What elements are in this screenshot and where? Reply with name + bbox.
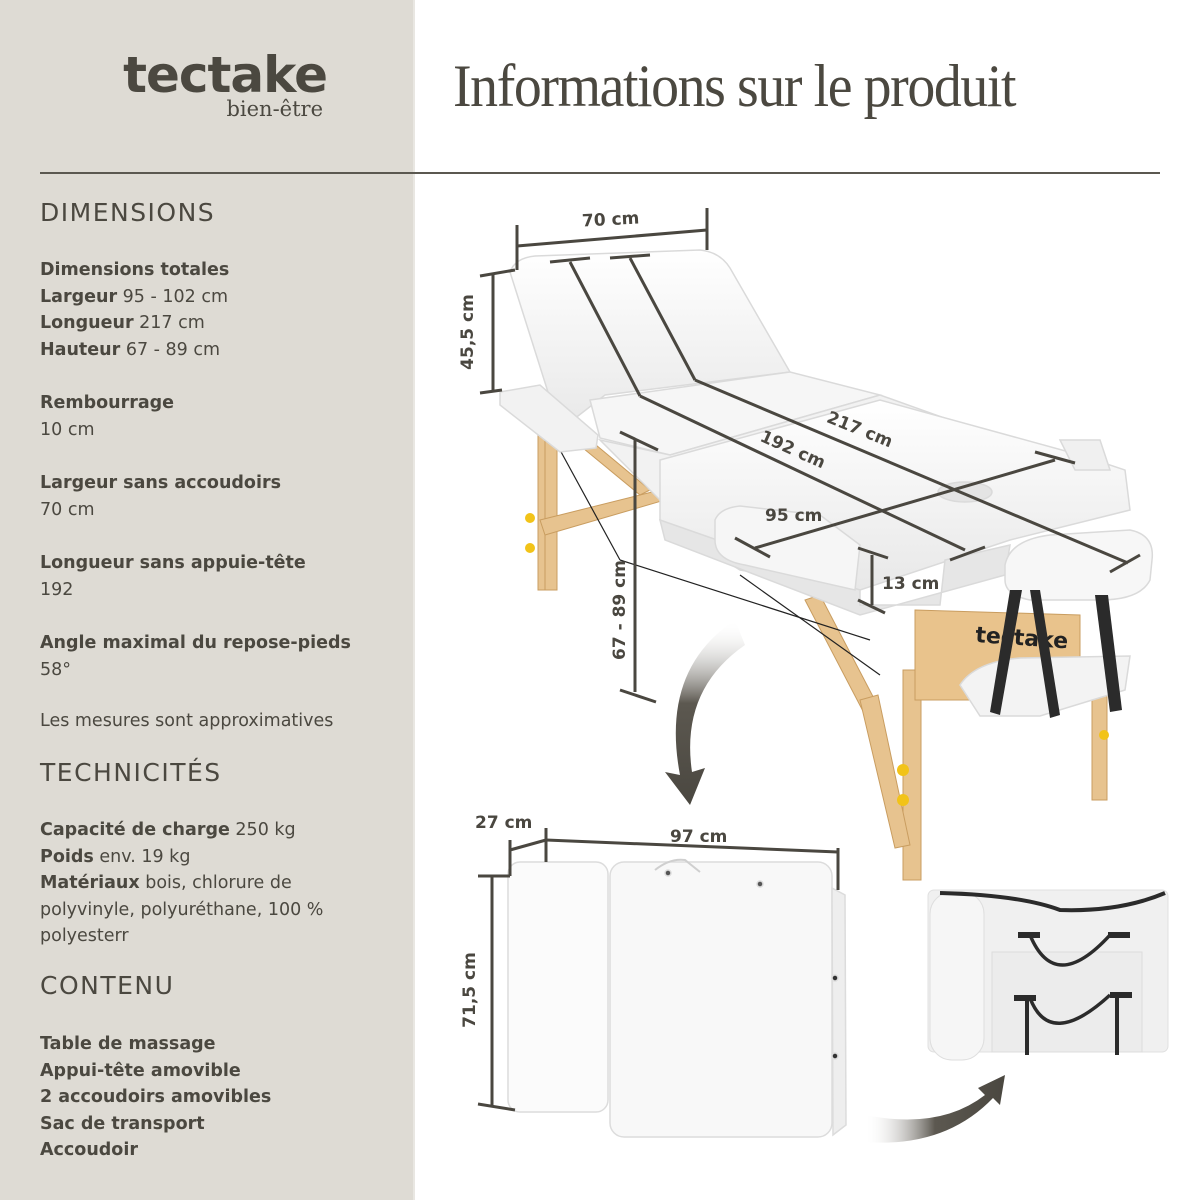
panel-edge (413, 0, 415, 1200)
spec-value: env. 19 kg (99, 846, 191, 867)
spec-label: Longueur (40, 313, 134, 333)
padding-spec: Rembourrage 10 cm (40, 390, 390, 443)
label-backrest-height: 45,5 cm (457, 294, 478, 370)
length-no-headrest-label: Longueur sans appuie-tête (40, 553, 306, 573)
carry-bag (927, 889, 1169, 1061)
height-adjust-knobs (525, 513, 1109, 806)
specs-sidebar (0, 0, 413, 1200)
headrest-straps (990, 590, 1122, 718)
width-no-armrests-value: 70 cm (40, 499, 95, 520)
length-no-headrest-value: 192 (40, 579, 74, 600)
width-no-armrests-label: Largeur sans accoudoirs (40, 473, 281, 493)
label-armrest-width: 95 cm (765, 506, 823, 526)
spec-label: Capacité de charge (40, 820, 230, 840)
spec-row-capacity: Capacité de charge 250 kg (40, 817, 400, 844)
folded-dimension-lines (477, 828, 840, 1112)
padding-value: 10 cm (40, 419, 95, 440)
list-item: Accoudoir (40, 1140, 138, 1160)
spec-label: Hauteur (40, 339, 121, 360)
label-folded-width: 97 cm (670, 827, 728, 847)
contents-heading: CONTENU (40, 971, 175, 1000)
spec-value: 95 - 102 cm (122, 286, 228, 307)
page-title: Informations sur le produit (453, 53, 1016, 119)
label-folded-height: 71,5 cm (459, 952, 480, 1028)
padding-label: Rembourrage (40, 393, 175, 413)
spec-value: 217 cm (139, 313, 205, 333)
approximate-note: Les mesures sont approximatives (40, 711, 334, 731)
list-item: 2 accoudoirs amovibles (40, 1087, 272, 1107)
support-cables (559, 449, 881, 676)
spec-row-length: Longueur 217 cm (40, 310, 390, 337)
overall-dimensions-label: Dimensions totales (40, 260, 230, 280)
list-item: Appui-tête amovible (40, 1060, 241, 1081)
spec-row-materials-cont: polyesterr (40, 926, 129, 946)
footrest-angle-label: Angle maximal du repose-pieds (40, 633, 351, 653)
list-item: Sac de transport (40, 1113, 205, 1134)
technical-heading: TECHNICITÉS (40, 758, 222, 787)
spec-row-height: Hauteur 67 - 89 cm (40, 337, 390, 364)
list-item: Table de massage (40, 1034, 216, 1054)
spec-row-weight: Poids env. 19 kg (40, 844, 400, 871)
spec-label: Matériaux (40, 873, 140, 893)
dimension-lines (479, 208, 1141, 704)
brand-subline: bien-être (226, 97, 323, 121)
footrest-angle-spec: Angle maximal du repose-pieds 58° (40, 630, 410, 683)
footrest-angle-value: 58° (40, 659, 72, 680)
label-padding-thickness: 13 cm (882, 574, 940, 594)
contents-list: Table de massage Appui-tête amovible 2 a… (40, 1031, 390, 1164)
overall-dimensions: Dimensions totales Largeur 95 - 102 cm L… (40, 257, 390, 363)
pack-arrow-icon (865, 1075, 1005, 1143)
spec-label: Largeur (40, 286, 118, 307)
fold-arrow-icon (665, 620, 745, 805)
technical-specs: Capacité de charge 250 kg Poids env. 19 … (40, 817, 400, 950)
dimensions-heading: DIMENSIONS (40, 198, 216, 227)
spec-value: 250 kg (235, 820, 296, 840)
header-divider (40, 172, 1160, 174)
brand-name: tectake (123, 46, 328, 104)
label-folded-depth: 27 cm (475, 813, 533, 833)
spec-label: Poids (40, 846, 94, 867)
label-table-height: 67 - 89 cm (609, 560, 630, 660)
folded-table (507, 858, 847, 1138)
length-no-headrest-spec: Longueur sans appuie-tête 192 (40, 550, 390, 603)
spec-row-materials-cont: polyvinyle, polyuréthane, 100 % (40, 899, 324, 920)
spec-row-width: Largeur 95 - 102 cm (40, 284, 390, 311)
spec-value: bois, chlorure de (145, 873, 292, 893)
brand-logo: tectake bien-être (92, 46, 328, 121)
label-backrest-width: 70 cm (581, 208, 640, 232)
spec-row-materials: Matériaux bois, chlorure de (40, 870, 400, 897)
width-no-armrests-spec: Largeur sans accoudoirs 70 cm (40, 470, 390, 523)
spec-value: 67 - 89 cm (125, 339, 221, 360)
